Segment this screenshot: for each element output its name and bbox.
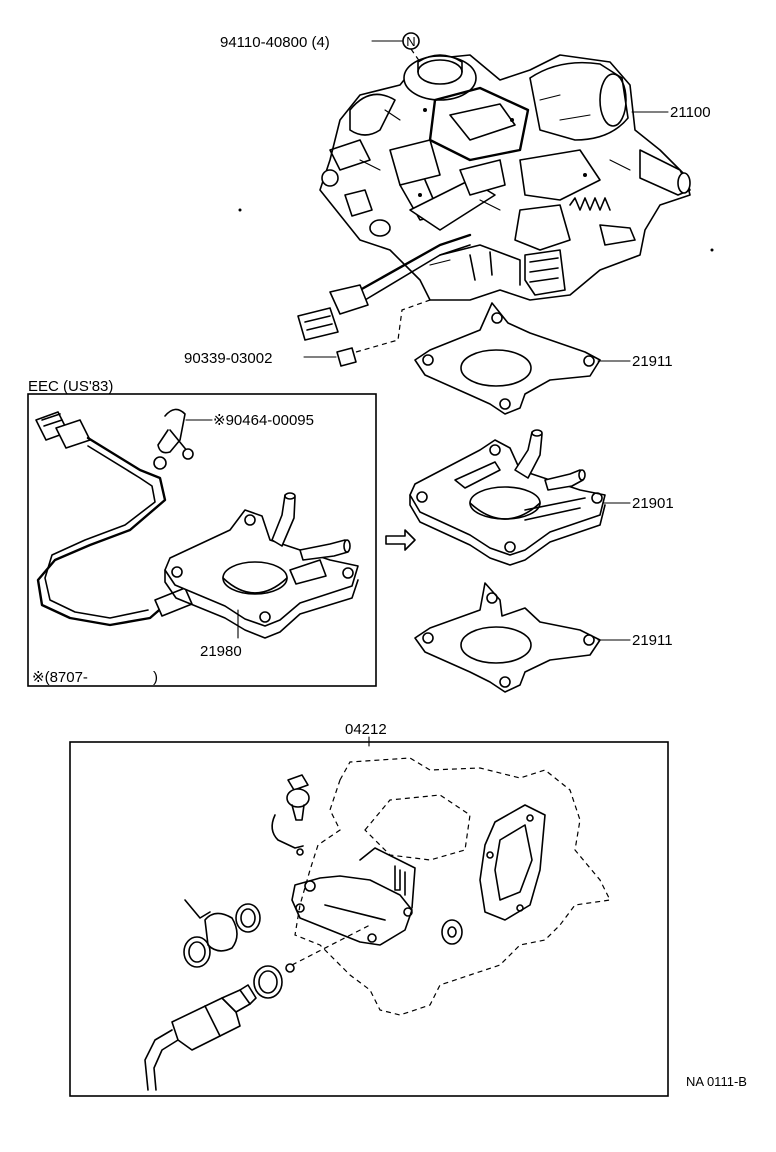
plug-dashed-line bbox=[355, 299, 431, 353]
carb-assy-part-number: 21100 bbox=[670, 104, 711, 121]
eec-insulator-part-number: 21980 bbox=[200, 643, 242, 660]
eec-clip-drawing bbox=[153, 408, 194, 470]
bolt-part-number: 94110-40800 (4) bbox=[220, 34, 330, 51]
figure-code: NA 0111-B bbox=[686, 1074, 747, 1089]
plug-part-number: 90339-03002 bbox=[184, 350, 272, 367]
gasket-bottom-drawing bbox=[414, 582, 601, 693]
gasket-bottom-part-number: 21911 bbox=[632, 632, 673, 649]
eec-box bbox=[27, 393, 377, 687]
gasket-top-part-number: 21911 bbox=[632, 353, 673, 370]
n-mark-letter: N bbox=[406, 34, 415, 49]
bolt-dashed-line bbox=[410, 48, 421, 63]
gasket-kit-part-number: 04212 bbox=[345, 721, 387, 738]
replacement-arrow bbox=[385, 529, 416, 551]
eec-sensor-harness-drawing bbox=[35, 411, 193, 627]
eec-insulator-drawing bbox=[164, 492, 359, 639]
clip-part-number: ※90464-00095 bbox=[213, 412, 314, 429]
insulator-part-number: 21901 bbox=[632, 495, 674, 512]
gasket-kit-box bbox=[69, 741, 669, 1097]
eec-date-note-close: ) bbox=[153, 669, 158, 686]
gasket-top-drawing bbox=[414, 302, 601, 415]
plug-part bbox=[336, 347, 357, 367]
gasket-kit-contents-drawing bbox=[144, 757, 611, 1091]
eec-date-note: ※(8707- bbox=[32, 669, 88, 686]
eec-box-title: EEC (US'83) bbox=[28, 378, 113, 395]
insulator-drawing bbox=[409, 429, 606, 566]
carburetor-assembly-drawing bbox=[238, 54, 714, 341]
